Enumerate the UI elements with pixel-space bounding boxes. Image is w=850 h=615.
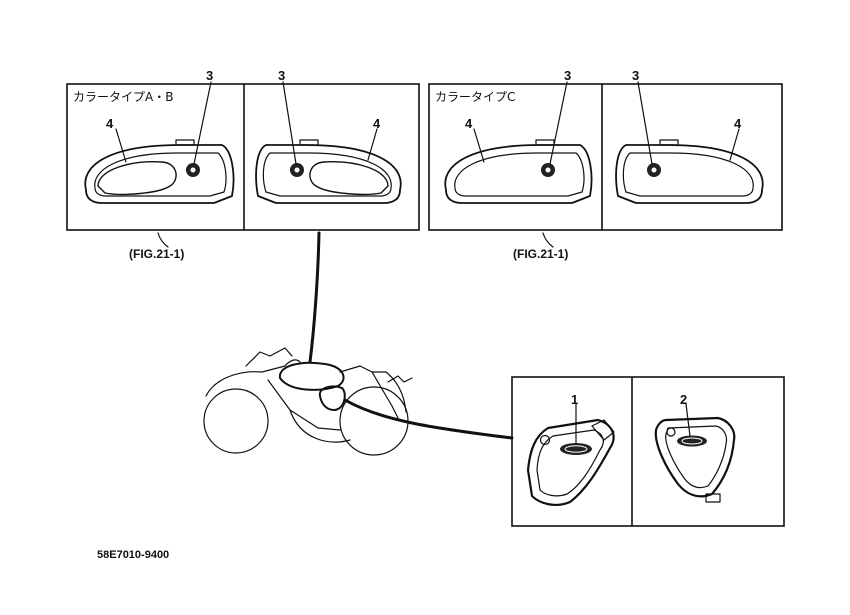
callout-2: 2: [680, 392, 687, 407]
callout-3: 3: [206, 68, 213, 83]
figure-reference-right: (FIG.21-1): [513, 247, 568, 261]
callout-3: 3: [564, 68, 571, 83]
motorcycle-outline: [203, 347, 413, 456]
panel-frame: [511, 376, 785, 527]
panel-frame: [66, 83, 420, 231]
tank-emblem-right-view: 3 4: [255, 68, 402, 204]
leader-line-side-cover: [343, 398, 514, 440]
panel-title: カラータイプC: [435, 90, 515, 104]
callout-4: 4: [465, 116, 473, 131]
tank-emblem-left-view: 4 3: [84, 68, 235, 204]
panel-color-type-ab: カラータイプA・B 4 3 3 4: [66, 68, 420, 231]
panel-color-type-c: カラータイプC 4 3 3 4: [428, 68, 783, 231]
callout-3: 3: [278, 68, 285, 83]
emblem-2: [677, 435, 707, 447]
callout-4: 4: [734, 116, 742, 131]
motorcycle-side-cover: [318, 385, 346, 411]
side-cover-left: 1: [526, 392, 615, 506]
figure-reference-left: (FIG.21-1): [129, 247, 184, 261]
drawing-number: 58E7010-9400: [97, 549, 169, 561]
side-cover-right: 2: [654, 392, 736, 503]
callout-1: 1: [571, 392, 578, 407]
panel-frame: [428, 83, 783, 231]
tank-emblem-left-view: 4 3: [444, 68, 593, 204]
leader-line-tank: [308, 231, 321, 364]
motorcycle-tank: [278, 361, 345, 391]
callout-3: 3: [632, 68, 639, 83]
callout-4: 4: [373, 116, 381, 131]
panel-title: カラータイプA・B: [73, 90, 173, 104]
panel-side-covers: 1 2: [511, 376, 785, 527]
emblem-1: [560, 443, 592, 455]
callout-4: 4: [106, 116, 114, 131]
tank-emblem-right-view: 3 4: [615, 68, 764, 204]
